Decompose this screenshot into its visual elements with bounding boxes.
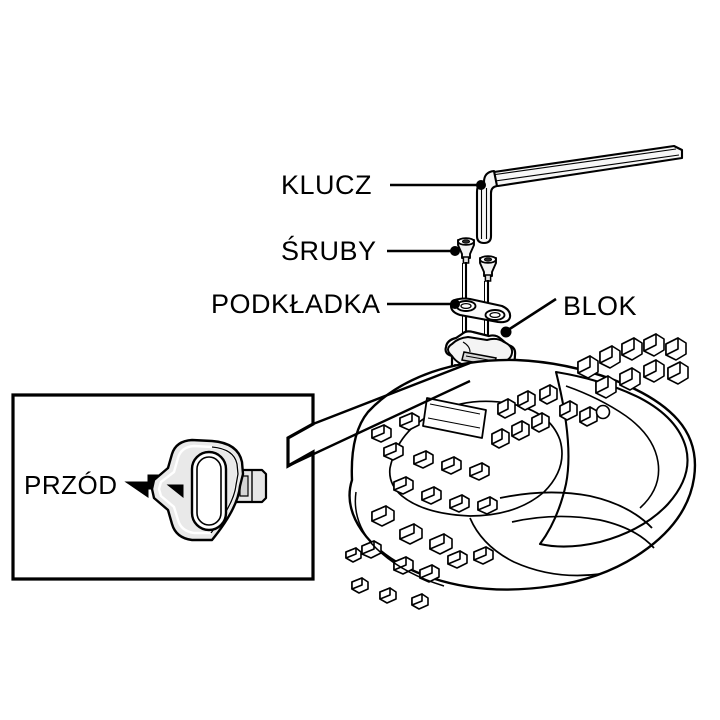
inset-content bbox=[124, 438, 268, 542]
inset-leader-lower bbox=[287, 379, 471, 468]
leader-klucz bbox=[390, 180, 486, 190]
label-klucz: KLUCZ bbox=[281, 170, 373, 200]
label-sruby: ŚRUBY bbox=[281, 236, 377, 266]
leader-sruby bbox=[387, 246, 460, 256]
washer-plate-illustration bbox=[449, 297, 512, 324]
label-podkladka: PODKŁADKA bbox=[211, 289, 381, 319]
inset-leader-upper bbox=[312, 361, 471, 426]
label-przod: PRZÓD bbox=[24, 470, 118, 500]
label-blok: BLOK bbox=[563, 291, 638, 321]
leader-podkladka bbox=[387, 299, 460, 309]
shoe-illustration bbox=[345, 333, 697, 610]
hex-key-illustration bbox=[475, 144, 684, 245]
cleat-top-view bbox=[150, 438, 268, 542]
callout-leader-lines bbox=[387, 180, 557, 338]
leader-blok bbox=[500, 297, 557, 338]
